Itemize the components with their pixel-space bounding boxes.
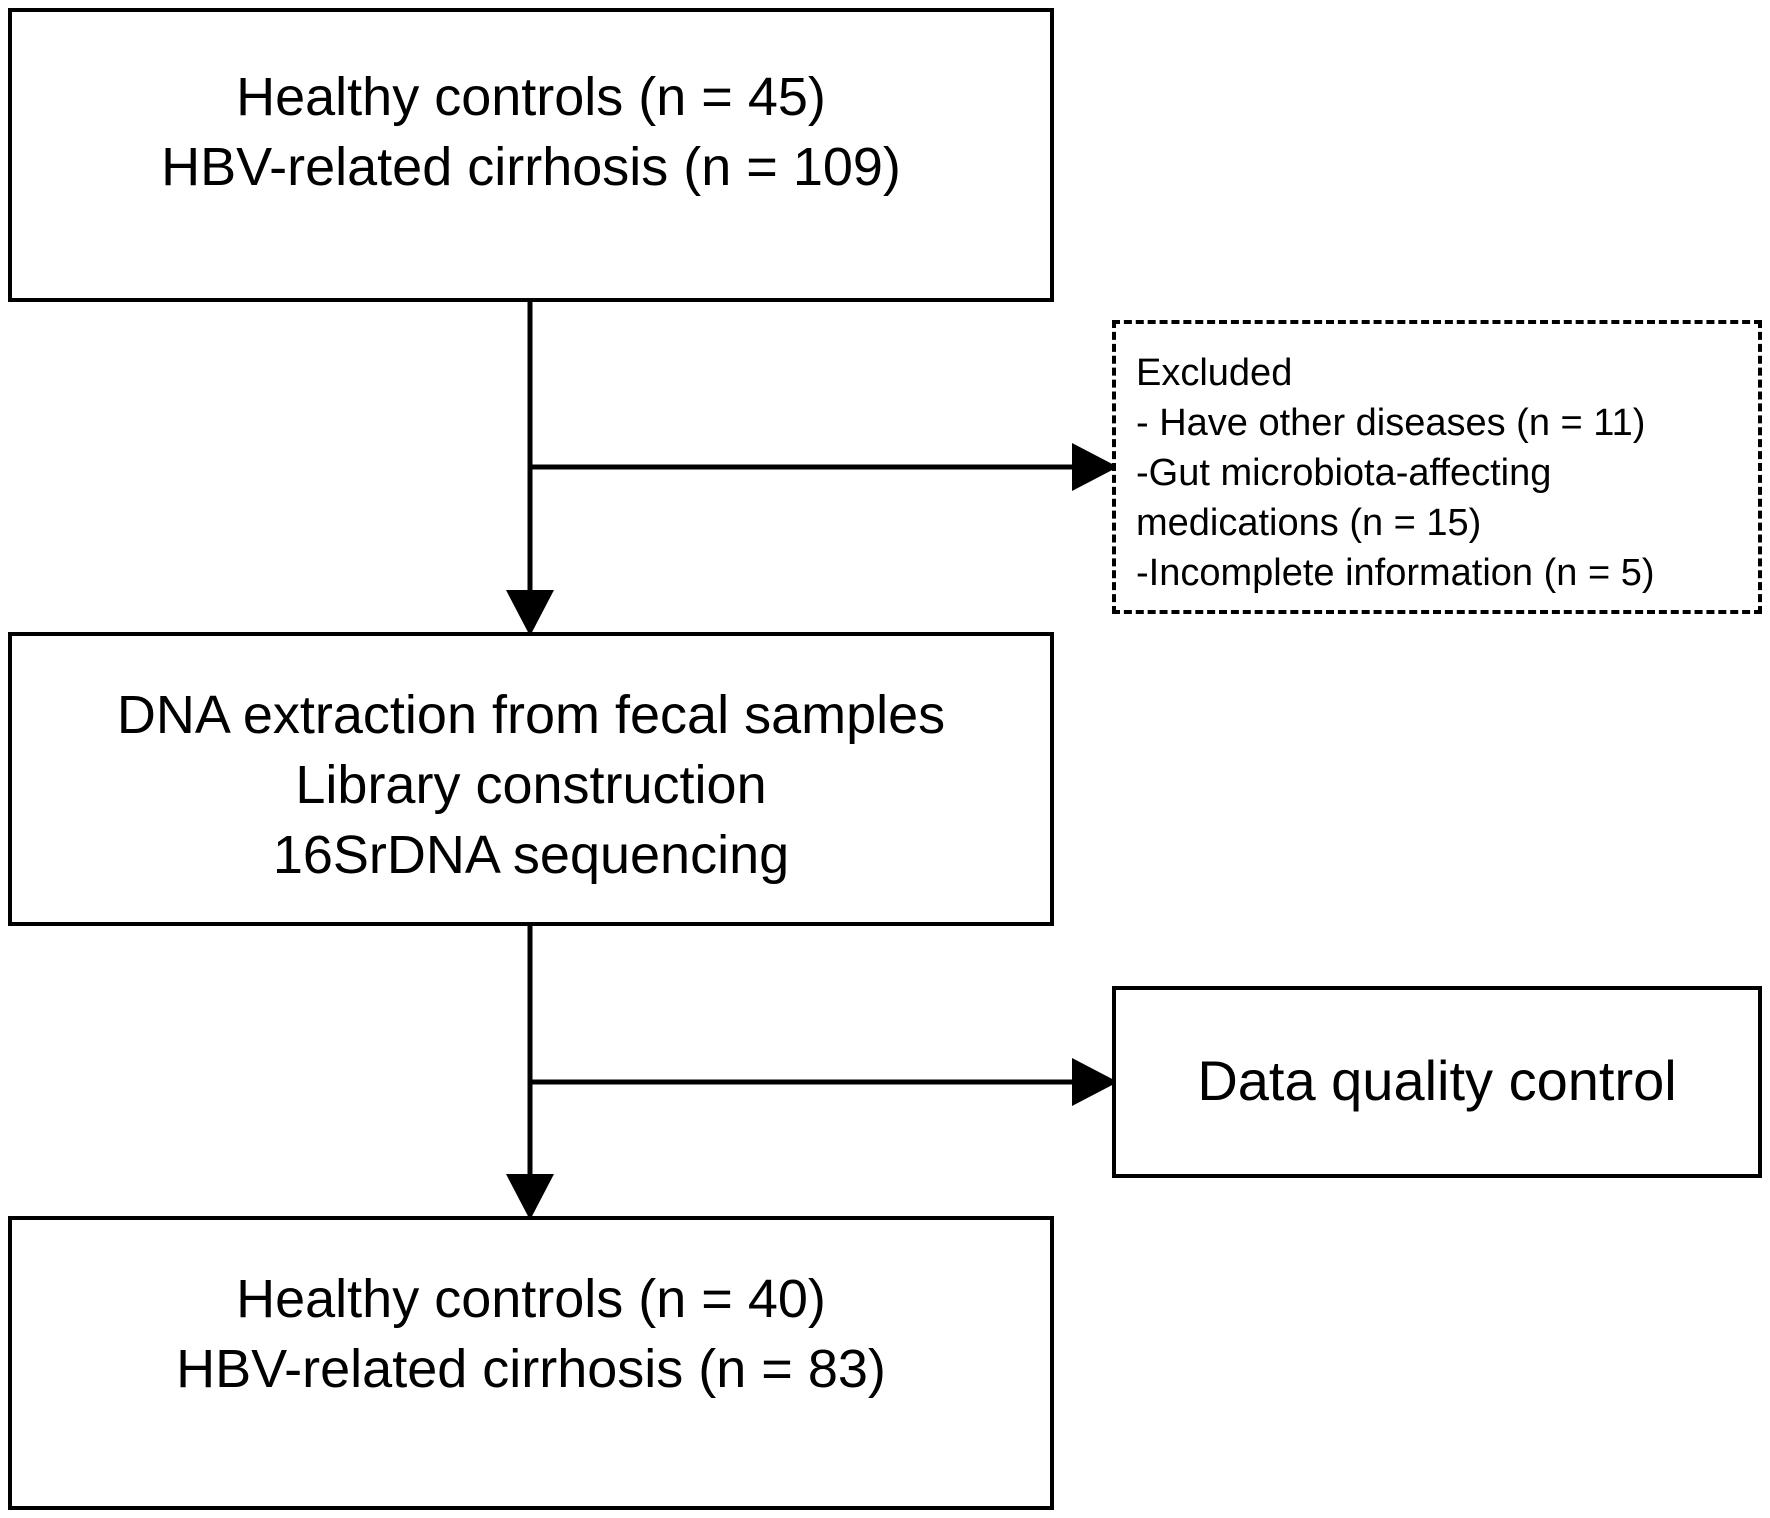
excluded-box: Excluded - Have other diseases (n = 11) … xyxy=(1112,320,1762,614)
quality-control-line-1: Data quality control xyxy=(1197,1049,1677,1112)
processing-line-2: Library construction xyxy=(295,755,767,815)
final-cohort-text: Healthy controls (n = 40) HBV-related ci… xyxy=(12,1264,1050,1404)
final-cohort-line-1: Healthy controls (n = 40) xyxy=(236,1269,826,1329)
processing-box: DNA extraction from fecal samples Librar… xyxy=(8,632,1054,926)
arrowhead-to-quality-control xyxy=(1072,1058,1118,1106)
initial-cohort-box: Healthy controls (n = 45) HBV-related ci… xyxy=(8,8,1054,302)
arrowhead-to-excluded xyxy=(1072,443,1118,491)
initial-cohort-line-1: Healthy controls (n = 45) xyxy=(236,67,826,127)
processing-line-1: DNA extraction from fecal samples xyxy=(116,685,946,745)
quality-control-box: Data quality control xyxy=(1112,986,1762,1178)
excluded-reason-incomplete: -Incomplete information (n = 5) xyxy=(1136,552,1655,594)
excluded-heading: Excluded xyxy=(1136,352,1293,394)
quality-control-text: Data quality control xyxy=(1116,1046,1758,1116)
excluded-reason-medications-line-1: -Gut microbiota-affecting xyxy=(1136,452,1552,494)
processing-line-3: 16SrDNA sequencing xyxy=(272,825,790,885)
excluded-reason-other-diseases: - Have other diseases (n = 11) xyxy=(1136,402,1646,444)
excluded-text: Excluded - Have other diseases (n = 11) … xyxy=(1136,348,1655,598)
final-cohort-line-2: HBV-related cirrhosis (n = 83) xyxy=(176,1339,886,1399)
excluded-reason-medications-line-2: medications (n = 15) xyxy=(1136,502,1482,544)
final-cohort-box: Healthy controls (n = 40) HBV-related ci… xyxy=(8,1216,1054,1510)
initial-cohort-line-2: HBV-related cirrhosis (n = 109) xyxy=(161,137,901,197)
processing-text: DNA extraction from fecal samples Librar… xyxy=(12,680,1050,890)
arrowhead-to-final xyxy=(506,1174,554,1220)
initial-cohort-text: Healthy controls (n = 45) HBV-related ci… xyxy=(12,62,1050,202)
arrowhead-to-processing xyxy=(506,590,554,636)
